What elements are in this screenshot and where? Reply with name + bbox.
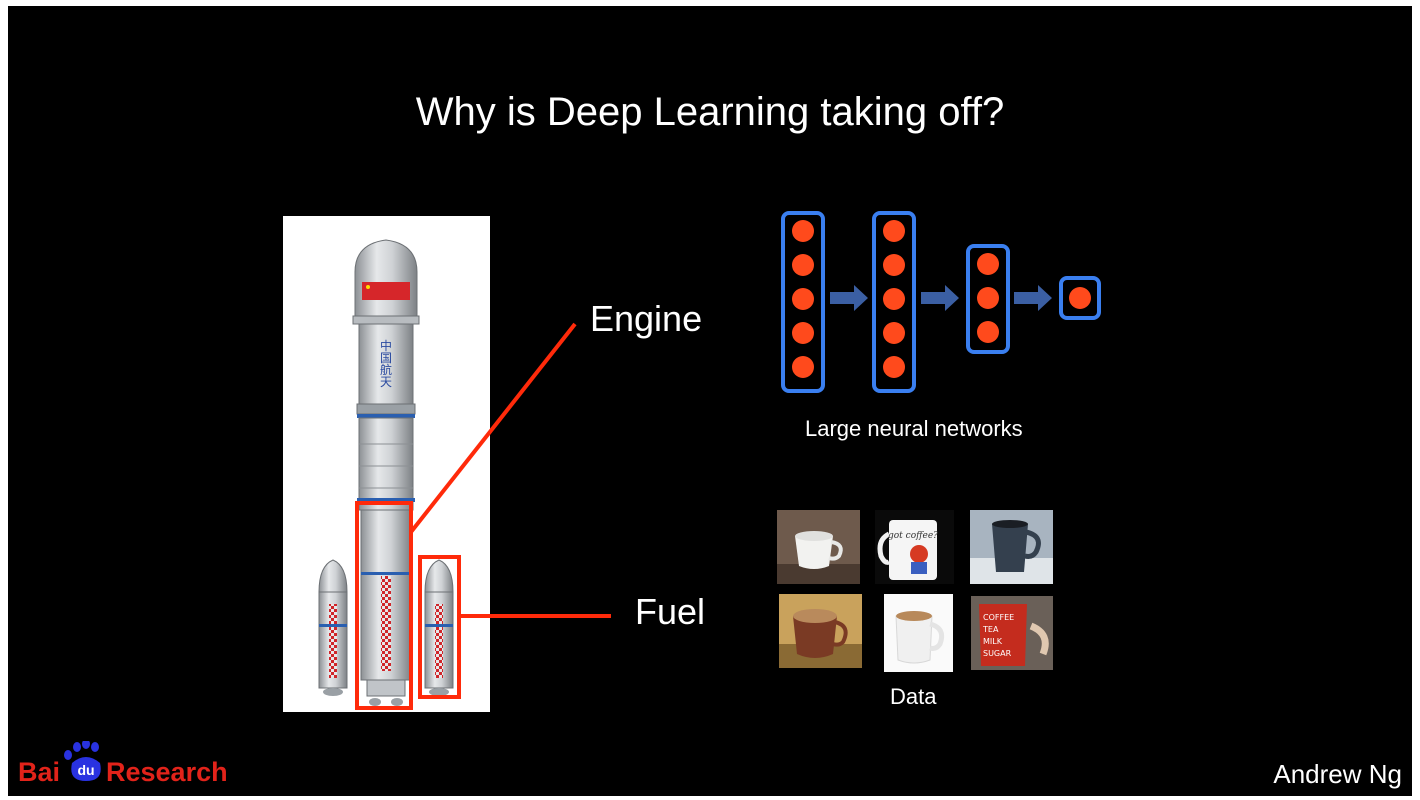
author-name: Andrew Ng — [1273, 759, 1402, 789]
slide-title: Why is Deep Learning taking off? — [415, 90, 1005, 134]
tea-cup-photo — [779, 594, 862, 668]
neuron — [792, 288, 814, 310]
neuron — [792, 254, 814, 276]
neural-network-diagram — [781, 211, 1101, 393]
flag-icon — [362, 282, 410, 300]
white-cup-photo — [777, 510, 860, 584]
paw-logo-icon: Bai du Research — [18, 739, 228, 787]
mug-slogan: got coffee? — [888, 531, 938, 541]
logo-badge-text: du — [77, 762, 94, 778]
neuron — [883, 254, 905, 276]
dark-mug-photo — [970, 510, 1053, 584]
checklist-mug-photo: COFFEE TEA MILK SUGAR — [971, 596, 1053, 670]
engine-leader-line — [409, 322, 577, 534]
white-mug-photo — [884, 594, 953, 672]
arrow-right-icon — [921, 285, 959, 311]
mug-text-line: TEA — [982, 625, 999, 634]
mug-text-line: SUGAR — [983, 649, 1012, 658]
neuron — [883, 288, 905, 310]
network-layer-2 — [872, 211, 916, 393]
neuron — [792, 220, 814, 242]
data-caption: Data — [890, 684, 937, 709]
rocket-text-char: 天 — [380, 375, 392, 389]
network-layer-4 — [1059, 276, 1101, 320]
neuron — [977, 321, 999, 343]
fuel-label: Fuel — [635, 591, 706, 632]
engine-highlight-box — [355, 501, 413, 710]
neuron — [792, 356, 814, 378]
neuron — [977, 287, 999, 309]
network-caption: Large neural networks — [805, 416, 1023, 441]
baidu-research-logo: Bai du Research — [18, 739, 243, 789]
neuron — [792, 322, 814, 344]
engine-label: Engine — [590, 298, 703, 339]
rocket-text-char: 中 — [380, 338, 392, 353]
rocket-illustration: 中 国 航 天 — [318, 239, 454, 706]
network-layer-1 — [781, 211, 825, 393]
logo-brand-text: Bai — [18, 757, 60, 787]
neuron — [1069, 287, 1091, 309]
network-layer-3 — [966, 244, 1010, 354]
neuron — [883, 356, 905, 378]
rocket-text-char: 国 — [380, 351, 392, 365]
slide: Why is Deep Learning taking off? — [8, 6, 1412, 796]
highlight-overlay — [355, 322, 611, 710]
fuel-highlight-box — [418, 555, 461, 699]
rocket-text-char: 航 — [380, 362, 392, 377]
arrow-right-icon — [1014, 285, 1052, 311]
neuron — [883, 322, 905, 344]
got-coffee-mug-photo: got coffee? — [875, 510, 954, 584]
arrow-right-icon — [830, 285, 868, 311]
neuron — [977, 253, 999, 275]
neuron — [883, 220, 905, 242]
logo-suffix-text: Research — [106, 757, 228, 787]
mug-text-line: MILK — [983, 637, 1003, 646]
mug-text-line: COFFEE — [983, 613, 1014, 622]
rocket-image-panel: 中 国 航 天 — [283, 216, 490, 712]
